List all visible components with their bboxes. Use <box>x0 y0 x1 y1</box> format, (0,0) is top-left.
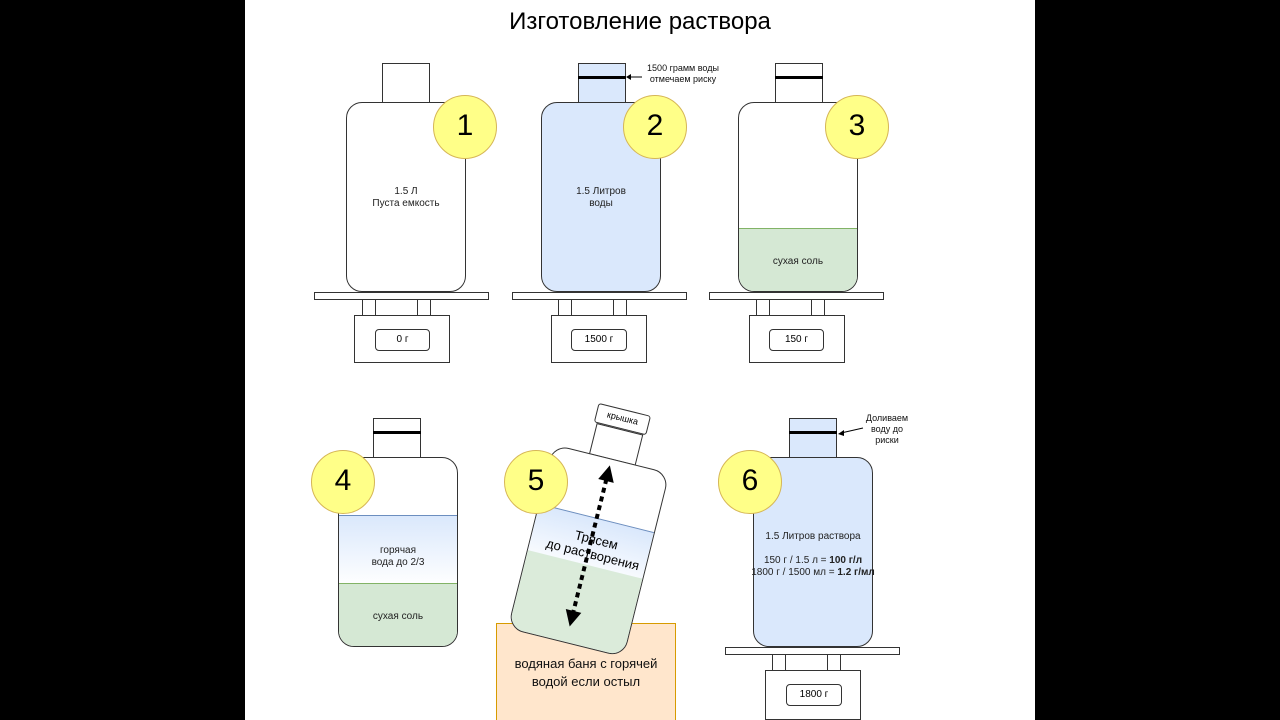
step-number-1: 1 <box>433 95 497 159</box>
scale-2-leg-right <box>613 299 627 316</box>
bottle-6-note-line3: риски <box>875 435 899 445</box>
bottle-2-fill-mark <box>578 76 626 79</box>
bottle-1-neck <box>382 63 430 103</box>
bottle-2-note-line1: 1500 грамм воды <box>647 63 719 73</box>
bottle-2-label: 1.5 Литров воды <box>541 186 661 210</box>
bottle-6-fill-mark <box>789 431 837 434</box>
bottle-2-note-arrow <box>626 74 642 80</box>
scale-6-display: 1800 г <box>786 684 842 706</box>
calc1-prefix: 150 г / 1.5 л = <box>763 555 830 566</box>
scale-2-plate <box>512 292 687 300</box>
bottle-6-note-line2: воду до <box>871 424 903 434</box>
bottle-1-volume: 1.5 Л <box>394 186 418 197</box>
bottle-2-volume: 1.5 Литров <box>576 186 626 197</box>
bottle-4-hot-water <box>339 515 457 586</box>
scale-2-display: 1500 г <box>571 329 627 351</box>
tilted-bottle: крышка Трясем до растворения <box>507 395 682 658</box>
water-bath-label-line2: водой если остыл <box>531 674 641 689</box>
water-bath-label-line1: водяная баня с горячей <box>514 656 658 671</box>
bottle-6-neck <box>789 418 837 458</box>
bottle-4-water-line1: горячая <box>379 545 417 556</box>
bottle-4-salt-label: сухая соль <box>372 611 424 622</box>
bottle-1-status: Пуста емкость <box>372 198 440 209</box>
bottle-6-calc2: 1800 г / 1500 мл = 1.2 г/мл <box>745 567 881 579</box>
bottle-6-note: Доливаем воду до риски <box>857 413 917 446</box>
bottle-6-title: 1.5 Литров раствора <box>765 531 861 542</box>
calc2-result: 1.2 г/мл <box>837 567 875 578</box>
bottle-3-neck <box>775 63 823 103</box>
bottle-4-water-label: горячая вода до 2/3 <box>338 545 458 569</box>
bottle-6-calc1: 150 г / 1.5 л = 100 г/л <box>745 555 881 567</box>
bottle-3-salt-label: сухая соль <box>772 256 824 267</box>
bottle-3-salt <box>739 228 857 291</box>
bottle-6-note-arrow <box>838 427 864 436</box>
bottle-2-note-line2: отмечаем риску <box>649 74 717 84</box>
bottle-2-neck <box>578 63 626 103</box>
diagram-title: Изготовление раствора <box>509 8 771 35</box>
bottle-4-salt <box>339 583 457 646</box>
step-number-3: 3 <box>825 95 889 159</box>
bottle-6-label: 1.5 Литров раствора 150 г / 1.5 л = 100 … <box>745 531 881 579</box>
scale-6-leg-left <box>772 654 786 671</box>
bottle-4-fill-mark <box>373 431 421 434</box>
diagram-canvas: Изготовление раствора 1.5 Л Пуста емкост… <box>245 0 1035 720</box>
scale-3-display: 150 г <box>769 329 824 351</box>
scale-1-leg-left <box>362 299 376 316</box>
scale-3-leg-right <box>811 299 825 316</box>
step-number-2: 2 <box>623 95 687 159</box>
scale-3-leg-left <box>756 299 770 316</box>
bottle-4-water-line2: вода до 2/3 <box>371 557 425 568</box>
bottle-2-note: 1500 грамм воды отмечаем риску <box>637 63 729 85</box>
calc2-prefix: 1800 г / 1500 мл = <box>751 567 838 578</box>
shake-arrow <box>565 465 614 627</box>
water-bath-label: водяная баня с горячей водой если остыл <box>496 655 676 691</box>
calc1-result: 100 г/л <box>829 555 863 566</box>
bottle-4-neck <box>373 418 421 458</box>
step-number-5: 5 <box>504 450 568 514</box>
step-number-6: 6 <box>718 450 782 514</box>
bottle-1-label: 1.5 Л Пуста емкость <box>346 186 466 210</box>
scale-1-plate <box>314 292 489 300</box>
step-number-4: 4 <box>311 450 375 514</box>
scale-1-leg-right <box>417 299 431 316</box>
bottle-3-fill-mark <box>775 76 823 79</box>
bottle-6-spacer <box>745 543 881 555</box>
bottle-6-note-line1: Доливаем <box>865 413 909 423</box>
scale-2-leg-left <box>558 299 572 316</box>
scale-1-display: 0 г <box>375 329 430 351</box>
scale-3-plate <box>709 292 884 300</box>
scale-6-leg-right <box>827 654 841 671</box>
bottle-2-content: воды <box>589 198 613 209</box>
scale-6-plate <box>725 647 900 655</box>
